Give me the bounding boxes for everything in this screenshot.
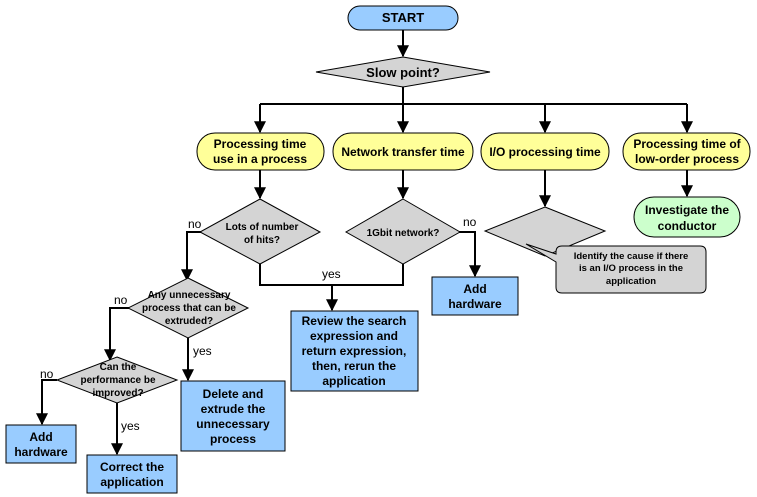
process-review: Review the search expression and return … xyxy=(290,310,419,392)
process-add-hardware-left: Add hardware xyxy=(5,424,77,464)
hits-line-2: of hits? xyxy=(244,235,280,246)
label-no-hits: no xyxy=(188,217,202,231)
low-order-line-2: low-order process xyxy=(635,152,739,166)
hits-line-1: Lots of number xyxy=(226,222,299,233)
add-hardware-network-line-1: Add xyxy=(463,282,486,296)
io-label: I/O processing time xyxy=(489,145,601,159)
terminal-investigate: Investigate the conductor xyxy=(633,196,741,238)
decision-performance: Can the performance be improved? xyxy=(55,356,179,404)
add-hardware-left-line-1: Add xyxy=(29,430,52,444)
performance-line-1: Can the xyxy=(100,362,137,373)
label-no-unnecessary: no xyxy=(114,293,128,307)
review-line-3: return expression, xyxy=(302,344,407,358)
decision-io xyxy=(483,206,607,257)
low-order-line-1: Processing time of xyxy=(633,137,741,151)
category-network: Network transfer time xyxy=(332,132,474,171)
processing-time-line-2: use in a process xyxy=(213,152,307,166)
arrow-hits-no xyxy=(181,231,202,282)
category-processing-time: Processing time use in a process xyxy=(196,132,325,171)
review-line-1: Review the search xyxy=(302,314,407,328)
performance-line-3: improved? xyxy=(92,388,143,399)
label-yes-performance: yes xyxy=(121,419,140,433)
delete-line-3: unnecessary xyxy=(196,417,270,431)
investigate-line-2: conductor xyxy=(658,219,717,233)
unnecessary-line-2: process that can be xyxy=(142,303,236,314)
slow-point-label: Slow point? xyxy=(366,65,440,80)
decision-slow-point: Slow point? xyxy=(315,56,491,88)
connectors xyxy=(36,30,693,456)
network-label: Network transfer time xyxy=(341,145,465,159)
callout-line-1: Identify the cause if there xyxy=(574,251,689,262)
io-callout: Identify the cause if there is an I/O pr… xyxy=(525,243,707,294)
unnecessary-line-1: Any unnecessary xyxy=(148,290,231,301)
delete-line-4: process xyxy=(210,432,256,446)
arrow-unnecessary-no xyxy=(104,307,130,362)
callout-line-2: is an I/O process in the xyxy=(579,263,683,274)
review-line-4: then, rerun the xyxy=(312,359,396,373)
label-yes-merge: yes xyxy=(322,267,341,281)
arrow-performance-no xyxy=(36,379,57,426)
label-yes-unnecessary: yes xyxy=(193,344,212,358)
process-correct: Correct the application xyxy=(86,454,178,494)
arrow-gbit-no xyxy=(458,231,481,278)
start-label: START xyxy=(382,10,424,25)
start-terminal: START xyxy=(347,5,459,31)
branch-labels: no yes no no yes no yes xyxy=(40,215,477,433)
decision-unnecessary: Any unnecessary process that can be extr… xyxy=(126,277,250,339)
label-no-gbit: no xyxy=(463,215,477,229)
process-delete-extrude: Delete and extrude the unnecessary proce… xyxy=(180,380,286,452)
correct-line-1: Correct the xyxy=(100,460,164,474)
category-io: I/O processing time xyxy=(480,132,610,171)
decision-gbit: 1Gbit network? xyxy=(344,198,462,265)
processing-time-line-1: Processing time xyxy=(214,137,307,151)
unnecessary-line-3: extruded? xyxy=(165,316,213,327)
delete-line-1: Delete and xyxy=(203,387,264,401)
correct-line-2: application xyxy=(100,475,163,489)
decision-hits: Lots of number of hits? xyxy=(198,198,322,265)
process-add-hardware-network: Add hardware xyxy=(431,276,519,316)
performance-line-2: performance be xyxy=(80,375,155,386)
review-line-5: application xyxy=(322,374,385,388)
label-no-performance: no xyxy=(40,367,54,381)
investigate-line-1: Investigate the xyxy=(645,203,729,217)
delete-line-2: extrude the xyxy=(201,402,266,416)
gbit-label: 1Gbit network? xyxy=(367,228,440,239)
add-hardware-left-line-2: hardware xyxy=(14,445,68,459)
add-hardware-network-line-2: hardware xyxy=(448,297,502,311)
callout-line-3: application xyxy=(606,276,656,287)
review-line-2: expression and xyxy=(310,329,398,343)
category-low-order: Processing time of low-order process xyxy=(622,132,751,171)
